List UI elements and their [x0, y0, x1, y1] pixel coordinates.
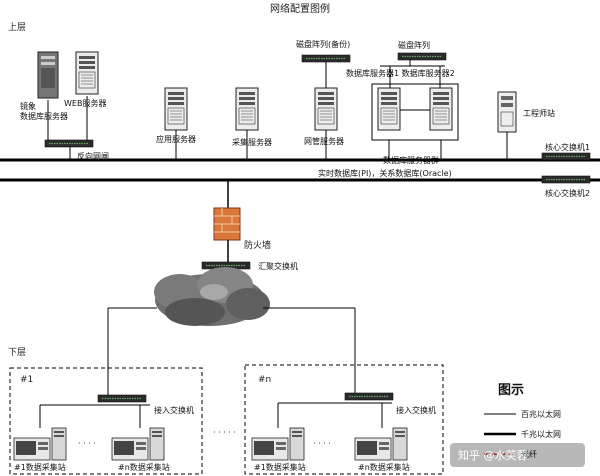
right-station-n-label: #n数据采集站 — [358, 462, 410, 472]
mirror-db-label-1: 镜象 — [20, 101, 36, 111]
collect-server-label: 采集服务器 — [232, 137, 272, 147]
db-cluster-label: 数据库服务器群 — [383, 155, 439, 165]
site-n-box — [244, 364, 444, 475]
right-dots: · · · · — [313, 439, 331, 448]
watermark: 知乎 @水芙蓉 — [458, 448, 528, 462]
access-switch-left-label: 接入交换机 — [154, 405, 194, 415]
core-switch-2-label: 核心交换机2 — [545, 188, 590, 198]
reverse-isolation-label: 反向网闸 — [77, 151, 109, 161]
right-station-1-label: #1数据采集站 — [254, 462, 306, 472]
rt-db-label: 实时数据库(PI)，关系数据库(Oracle) — [318, 168, 452, 178]
middle-dots: · · · · · — [213, 428, 236, 437]
legend-label-1000m: 千兆以太网 — [521, 429, 561, 439]
db-server-1 — [377, 87, 401, 131]
left-station-n — [111, 427, 165, 461]
core-switch-1-label: 核心交换机1 — [545, 142, 590, 152]
disk-array-backup-label: 磁盘阵列(备份) — [296, 39, 350, 49]
left-station-1-label: #1数据采集站 — [14, 462, 66, 472]
lower-layer-label: 下层 — [8, 347, 26, 358]
disk-array-backup — [301, 54, 351, 63]
engineer-station-label: 工程师站 — [523, 108, 555, 118]
right-station-1 — [251, 427, 305, 461]
web-server — [75, 51, 99, 95]
access-switch-right-label: 接入交换机 — [396, 405, 436, 415]
right-station-n — [354, 427, 408, 461]
diagram-title: 网络配置图例 — [270, 2, 330, 15]
legend-title: 图示 — [498, 383, 524, 398]
disk-array-label: 磁盘阵列 — [398, 40, 430, 50]
db-servers-label: 数据库服务器1 数据库服务器2 — [346, 68, 455, 78]
firewall-icon — [213, 207, 241, 241]
app-server — [164, 87, 188, 131]
db-cluster-box — [371, 83, 459, 141]
left-station-n-label: #n数据采集站 — [118, 462, 170, 472]
watermark-bg — [450, 443, 585, 467]
network-cloud — [154, 267, 270, 326]
legend-label-fiber: 光纤 — [521, 449, 537, 459]
core-switch-2 — [541, 175, 591, 184]
access-switch-right — [344, 392, 394, 401]
mirror-db-label-2: 数据库服务器 — [20, 111, 68, 121]
site-n-label: #n — [258, 375, 271, 385]
aggregation-switch-label: 汇聚交换机 — [258, 261, 298, 271]
reverse-isolation-device — [44, 139, 94, 148]
mirror-db-server — [37, 51, 59, 99]
netmgmt-server — [314, 87, 338, 131]
core-switch-1 — [541, 152, 591, 161]
netmgmt-server-label: 网管服务器 — [304, 136, 344, 146]
disk-array — [397, 52, 447, 61]
web-server-label: WEB服务器 — [64, 98, 106, 108]
engineer-station — [497, 91, 517, 133]
left-station-1 — [13, 427, 67, 461]
firewall-label: 防火墙 — [244, 239, 271, 251]
site-1-box — [9, 367, 203, 475]
site-1-label: #1 — [20, 375, 33, 385]
legend-label-100m: 百兆以太网 — [521, 409, 561, 419]
access-switch-left — [97, 394, 147, 403]
db-server-2 — [429, 87, 453, 131]
upper-layer-label: 上层 — [8, 22, 26, 33]
collect-server — [235, 87, 259, 131]
left-dots: · · · · — [78, 439, 96, 448]
